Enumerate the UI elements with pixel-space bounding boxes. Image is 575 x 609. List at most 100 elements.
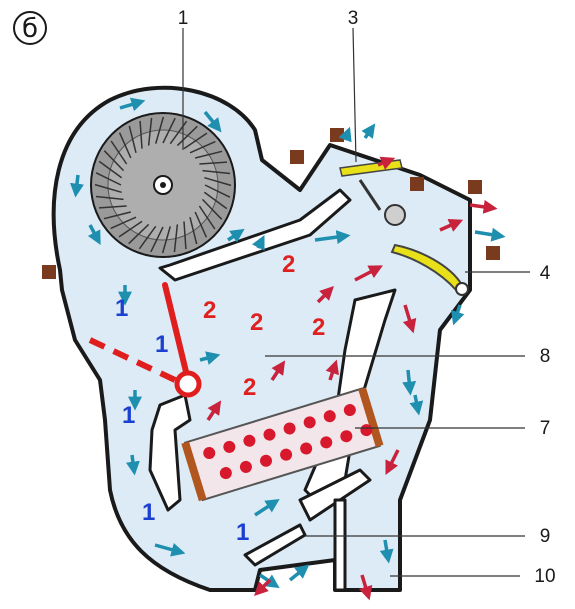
fan-blade [139, 120, 143, 149]
fan-blade [128, 125, 137, 154]
blend-door-icon [88, 282, 202, 398]
heater-tube [263, 428, 276, 441]
zone-label-cold: 1 [122, 402, 135, 429]
airflow-arrow [288, 564, 310, 582]
fan-blade [176, 125, 198, 147]
mode-flap [390, 243, 469, 296]
fan-blade [147, 117, 153, 146]
fan-blade [162, 117, 176, 144]
fan-blade [169, 120, 188, 145]
fan-blade [173, 224, 179, 253]
airflow-arrow [361, 123, 376, 140]
blower-fan-icon [90, 112, 236, 258]
callout-3: 3 [348, 8, 359, 29]
panel-label: б [13, 11, 47, 45]
airflow-arrow [316, 286, 334, 304]
airflow-arrow [254, 498, 280, 517]
mount-tab [330, 128, 344, 142]
airflow-arrow [402, 369, 417, 396]
fan-blade [198, 205, 216, 230]
airflow-arrow [377, 156, 396, 170]
fan-blade [138, 225, 157, 250]
callout-9: 9 [540, 526, 551, 547]
fan-blade [154, 116, 165, 144]
zone-label-cold: 1 [236, 519, 249, 546]
panel-label-text: б [22, 14, 38, 44]
fan-blade [204, 184, 231, 198]
zone-label-cold: 1 [155, 331, 168, 358]
leader-line [352, 27, 357, 163]
fan-blade [189, 216, 198, 245]
callouts: 1 3 4 7 8 9 10 [178, 8, 556, 587]
callout-4: 4 [540, 263, 551, 284]
mount-tab [290, 150, 304, 164]
airflow-arrow [439, 219, 464, 232]
airflow-arrow [385, 449, 400, 476]
callout-10: 10 [534, 566, 555, 587]
airflow-arrow [259, 573, 280, 589]
zone-label-warm: 2 [203, 297, 216, 324]
fan-blade [204, 176, 232, 187]
heater-tube [303, 416, 316, 429]
mount-tabs [42, 128, 500, 279]
airflow-arrow [451, 304, 465, 326]
fan-blade [110, 140, 128, 165]
heater-tube [343, 404, 356, 417]
airflow-arrow [270, 360, 286, 381]
cold-airflow-arrows [70, 97, 506, 589]
heater-tube [320, 436, 333, 449]
heater-tube [260, 454, 273, 467]
fan-blade [94, 183, 122, 194]
zone-labels: 1 1 1 1 1 2 2 2 2 2 [115, 251, 325, 546]
fan-blade [199, 161, 228, 165]
zone-label-warm: 2 [250, 309, 263, 336]
heater-tube [283, 422, 296, 435]
airflow-arrow [70, 174, 84, 198]
fan-blade [118, 132, 132, 159]
heater-core-icon [181, 387, 384, 502]
mount-tab [410, 177, 424, 191]
airflow-arrow [379, 539, 394, 564]
mount-tab [42, 265, 56, 279]
warm-airflow-arrows [206, 156, 498, 601]
airflow-arrow [474, 227, 506, 242]
airflow-arrow [203, 110, 222, 133]
callout-1: 1 [178, 8, 189, 29]
airflow-arrow [469, 199, 498, 214]
heater-tube [223, 440, 236, 453]
fan-blade [95, 172, 122, 186]
mount-tab [486, 246, 500, 260]
airflow-arrow [314, 230, 351, 245]
fan-blade [118, 220, 143, 238]
callout-8: 8 [540, 346, 551, 367]
airflow-arrow [154, 542, 186, 557]
heater-tube [203, 447, 216, 460]
zone-label-warm: 2 [243, 374, 256, 401]
fan-blade [98, 160, 123, 179]
callout-7: 7 [540, 418, 551, 439]
airflow-arrow [325, 359, 339, 381]
zone-label-warm: 2 [312, 314, 325, 341]
fan-blade [183, 221, 187, 250]
fan-blade [110, 216, 137, 230]
mount-tab [468, 180, 482, 194]
fan-blade [103, 150, 125, 172]
airflow-arrow [227, 228, 245, 243]
fan-blade [161, 226, 172, 254]
airflow-arrow [409, 394, 424, 416]
airflow-arrow [354, 265, 383, 282]
fan-blade [95, 195, 124, 201]
heater-tube [300, 442, 313, 455]
heater-tube [340, 430, 353, 443]
airflow-arrow [358, 574, 373, 601]
zone-label-cold: 1 [142, 499, 155, 526]
fan-blade [201, 198, 223, 220]
heater-tube [219, 467, 232, 480]
heater-tube [360, 424, 373, 437]
airflow-arrow [254, 578, 272, 596]
zone-label-warm: 2 [282, 251, 295, 278]
fan-blade [103, 211, 132, 220]
fan-blade [194, 211, 208, 238]
heater-tube [280, 448, 293, 461]
